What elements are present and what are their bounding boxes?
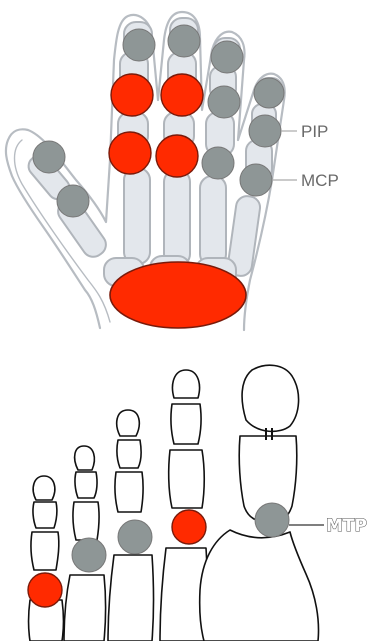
joint-mtp-3 xyxy=(118,520,152,554)
joint-pip-index xyxy=(111,74,153,116)
joint-mtp-2 xyxy=(172,510,206,544)
joint-dip-little xyxy=(254,78,284,108)
toe5-distal-bone xyxy=(33,476,55,500)
joint-pip-little xyxy=(249,115,281,147)
toe4-middle-bone xyxy=(75,472,97,498)
pip-label: PIP xyxy=(301,122,328,141)
mcp-label: MCP xyxy=(301,171,339,190)
joint-pip-ring xyxy=(208,86,240,118)
toe3-metatarsal-bone xyxy=(108,555,154,641)
toe3-proximal-bone xyxy=(115,472,143,512)
toe3-distal-bone xyxy=(117,410,140,436)
toe2-distal-bone xyxy=(173,370,200,398)
joint-dip-ring xyxy=(211,41,243,73)
toe5-middle-bone xyxy=(33,502,57,528)
joint-mcp-little xyxy=(240,164,272,196)
joint-thumb-ip xyxy=(33,141,65,173)
middle-metacarpal-bone xyxy=(164,170,190,266)
joint-wrist xyxy=(110,262,246,328)
joint-thumb-mcp xyxy=(57,185,89,217)
joint-mtp-1 xyxy=(255,503,289,537)
ring-metacarpal-bone xyxy=(200,176,226,266)
toe5-proximal-bone xyxy=(31,532,59,570)
joint-dip-index xyxy=(123,29,155,61)
joint-mtp-4 xyxy=(72,538,106,572)
toe2-middle-bone xyxy=(171,404,201,444)
joint-mcp-index xyxy=(109,132,151,174)
index-metacarpal-bone xyxy=(124,168,150,264)
toe4-proximal-bone xyxy=(73,502,99,540)
toe2-proximal-bone xyxy=(169,450,205,508)
joint-pip-middle xyxy=(161,74,203,116)
joint-mtp-5 xyxy=(28,573,62,607)
toe4-distal-bone xyxy=(75,446,95,470)
hallux-distal-bone xyxy=(242,365,299,431)
mtp-label: MTP xyxy=(326,516,367,536)
joint-dip-middle xyxy=(168,25,200,57)
foot-illustration: MTP xyxy=(28,365,367,641)
joint-mcp-ring xyxy=(202,147,234,179)
toe4-metatarsal-bone xyxy=(64,575,106,641)
hand-illustration: PIP MCP xyxy=(6,12,339,330)
joint-mcp-middle xyxy=(156,135,198,177)
hallux-metatarsal-bone xyxy=(200,530,319,641)
toe3-middle-bone xyxy=(117,440,141,468)
